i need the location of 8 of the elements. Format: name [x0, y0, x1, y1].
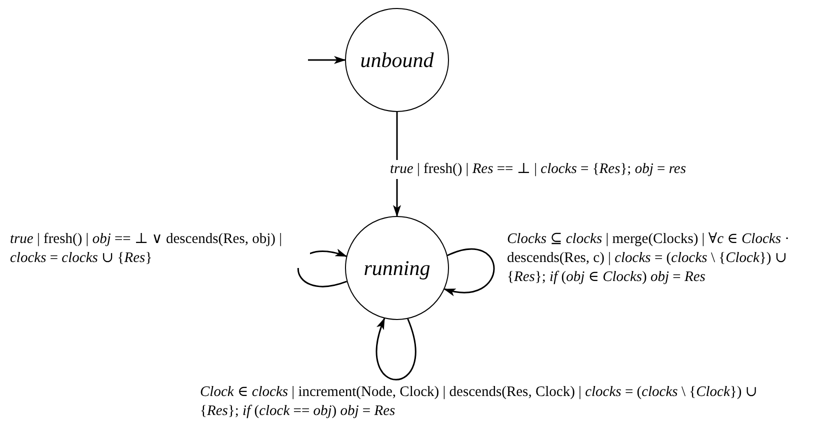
edge-label: true | fresh() | obj == ⊥ ∨ descends(Res, obj) | clocks = clocks ∪ {Res} — [10, 230, 310, 268]
transition-arrow — [444, 248, 495, 296]
state-name: unbound — [360, 48, 434, 72]
state-name: running — [364, 256, 430, 280]
transition-arrow — [308, 56, 346, 64]
state-circle — [345, 8, 449, 112]
state-circle — [345, 216, 449, 320]
transition-arrow — [376, 318, 416, 380]
